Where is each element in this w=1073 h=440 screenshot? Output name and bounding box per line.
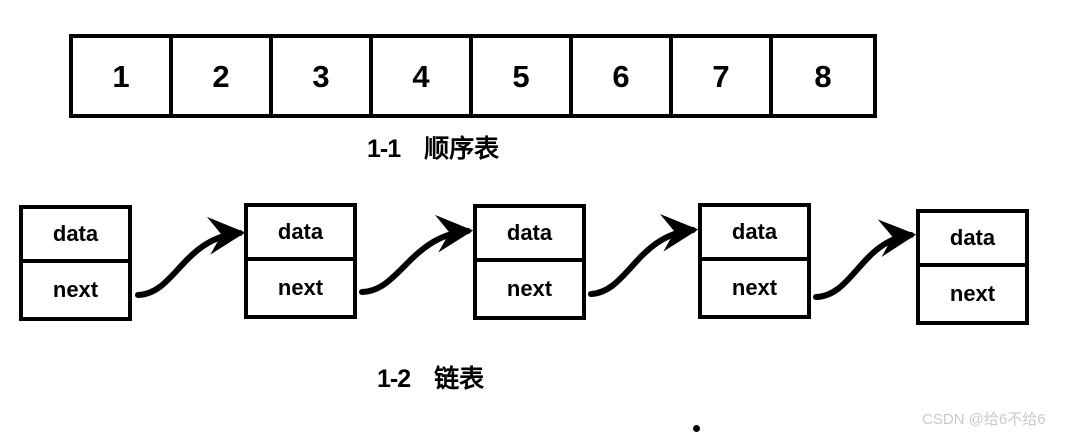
node-data-cell: data (23, 209, 128, 263)
node-data-cell: data (477, 208, 582, 262)
node-data-cell: data (702, 207, 807, 261)
node-next-cell: next (52, 277, 99, 302)
array-cell: 1 (73, 38, 173, 114)
caption-text: 顺序表 (424, 135, 500, 163)
array-cell: 8 (773, 38, 873, 114)
array-cell: 5 (473, 38, 573, 114)
pointer-arrow-2 (359, 214, 474, 295)
linked-list-node: data next (473, 204, 586, 320)
stray-dot-mark (693, 425, 700, 432)
caption-number: 1-1 (367, 135, 401, 163)
linked-list-node: data next (698, 203, 811, 319)
node-next-cell: next (506, 276, 553, 301)
caption-text: 链表 (434, 365, 485, 393)
node-next-cell: next (277, 275, 324, 300)
csdn-watermark: CSDN @给6不给6 (922, 411, 1046, 428)
node-next-cell: next (949, 281, 996, 306)
sequential-list-caption: 1-1 顺序表 (367, 137, 499, 162)
pointer-arrow-3 (588, 214, 699, 297)
array-cell: 2 (173, 38, 273, 114)
array-cell: 3 (273, 38, 373, 114)
caption-number: 1-2 (377, 365, 411, 393)
array-cell: 7 (673, 38, 773, 114)
linked-list-node: data next (244, 203, 357, 319)
node-next-cell: next (731, 275, 778, 300)
node-data-cell: data (248, 207, 353, 261)
pointer-arrow-4 (813, 219, 917, 300)
linked-list-node: data next (19, 205, 132, 321)
array-cell: 6 (573, 38, 673, 114)
sequential-list-array: 1 2 3 4 5 6 7 8 (69, 34, 877, 118)
array-cell: 4 (373, 38, 473, 114)
linked-list-node: data next (916, 209, 1029, 325)
node-data-cell: data (920, 213, 1025, 267)
linked-list-caption: 1-2 链表 (377, 367, 484, 392)
pointer-arrow-1 (135, 216, 246, 298)
